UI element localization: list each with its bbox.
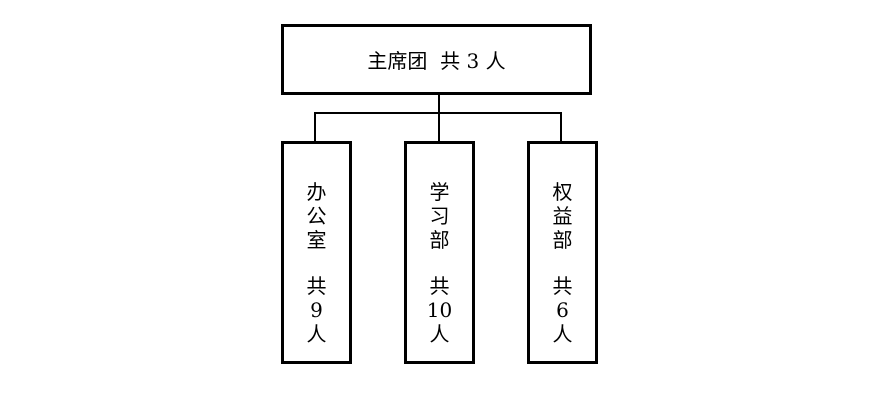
dept-name: 学习部 [430, 180, 450, 252]
dept-count-suffix: 人 [429, 322, 450, 346]
dept-box-rights: 权益部 共 6 人 [527, 141, 598, 364]
dept-name-char: 益 [552, 204, 573, 228]
dept-count-suffix: 人 [306, 322, 327, 346]
dept-count-group: 共 6 人 [553, 274, 573, 346]
dept-count-value: 10 [426, 298, 453, 322]
dept-name-char: 权 [552, 180, 573, 204]
dept-name: 权益部 [553, 180, 573, 252]
dept-count-group: 共 10 人 [427, 274, 452, 346]
dept-count-prefix: 共 [429, 274, 450, 298]
connector-trunk [438, 95, 440, 141]
presidium-title: 主席团 [367, 49, 428, 73]
dept-count-value: 9 [310, 298, 323, 322]
dept-name-char: 室 [306, 228, 327, 252]
dept-name-char: 学 [429, 180, 450, 204]
dept-count-group: 共 9 人 [307, 274, 327, 346]
presidium-count: 共 3 人 [440, 49, 506, 73]
connector-horizontal [314, 112, 562, 114]
dept-count-value: 6 [556, 298, 569, 322]
connector-left [314, 112, 316, 141]
dept-count-prefix: 共 [552, 274, 573, 298]
dept-box-office: 办公室 共 9 人 [281, 141, 352, 364]
dept-name: 办公室 [307, 180, 327, 252]
dept-box-study: 学习部 共 10 人 [404, 141, 475, 364]
dept-count-prefix: 共 [306, 274, 327, 298]
dept-name-char: 部 [552, 228, 573, 252]
presidium-box: 主席团 共 3 人 [281, 24, 592, 95]
dept-name-char: 部 [429, 228, 450, 252]
dept-name-char: 办 [306, 180, 327, 204]
dept-count-suffix: 人 [552, 322, 573, 346]
dept-name-char: 公 [306, 204, 327, 228]
dept-name-char: 习 [429, 204, 450, 228]
connector-right [560, 112, 562, 141]
